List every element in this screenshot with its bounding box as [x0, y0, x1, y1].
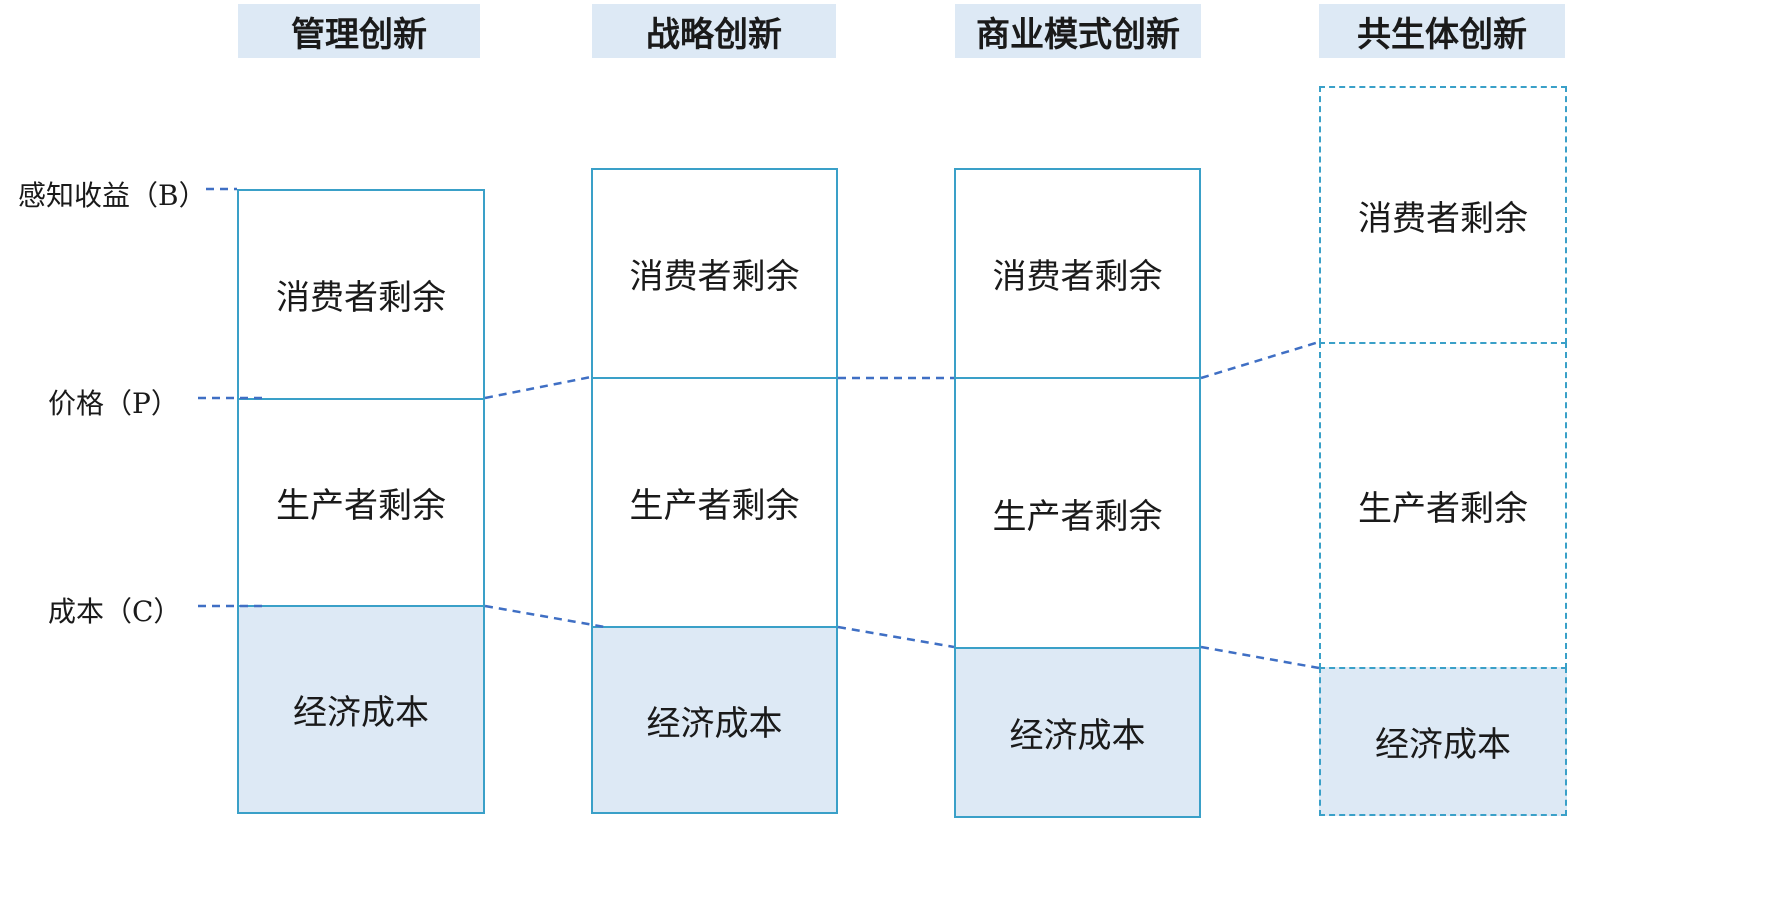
axis-label-benefit: 感知收益（B） [18, 179, 207, 212]
consumer-surplus-block: 消费者剩余 [237, 189, 485, 399]
economic-cost-label: 经济成本 [1375, 725, 1511, 765]
header-management-innovation: 管理创新 [238, 4, 480, 58]
economic-cost-label: 经济成本 [293, 693, 429, 733]
producer-surplus-label: 生产者剩余 [1358, 489, 1528, 529]
consumer-surplus-block: 消费者剩余 [954, 168, 1201, 378]
column-symbiosis-innovation: 消费者剩余 生产者剩余 经济成本 [1319, 86, 1567, 816]
header-strategy-innovation: 战略创新 [592, 4, 836, 58]
price-connector-1 [484, 375, 592, 400]
cost-connector-2 [837, 625, 955, 649]
producer-surplus-label: 生产者剩余 [629, 486, 800, 526]
consumer-surplus-block: 消费者剩余 [591, 168, 838, 378]
column-management-innovation: 消费者剩余 生产者剩余 经济成本 [237, 189, 485, 814]
axis-label-cost: 成本（C） [48, 595, 182, 628]
header-symbiosis-innovation: 共生体创新 [1319, 4, 1565, 58]
producer-surplus-block: 生产者剩余 [237, 398, 485, 606]
economic-cost-label: 经济成本 [646, 703, 783, 744]
economic-cost-label: 经济成本 [1009, 716, 1146, 756]
consumer-surplus-label: 消费者剩余 [276, 278, 446, 318]
cost-connector-1 [484, 604, 606, 629]
consumer-surplus-label: 消费者剩余 [992, 257, 1163, 297]
producer-surplus-label: 生产者剩余 [992, 496, 1163, 537]
column-business-model-innovation: 消费者剩余 生产者剩余 经济成本 [954, 168, 1201, 818]
economic-cost-block: 经济成本 [591, 626, 838, 814]
price-connector-3 [1200, 340, 1320, 380]
producer-surplus-label: 生产者剩余 [276, 486, 446, 526]
economic-cost-block: 经济成本 [1319, 667, 1567, 816]
economic-cost-block: 经济成本 [954, 647, 1201, 818]
axis-label-price: 价格（P） [48, 387, 179, 420]
cost-connector-3 [1200, 645, 1320, 670]
consumer-surplus-label: 消费者剩余 [629, 257, 800, 297]
column-strategy-innovation: 消费者剩余 生产者剩余 经济成本 [591, 168, 838, 814]
economic-cost-block: 经济成本 [237, 605, 485, 814]
consumer-surplus-label: 消费者剩余 [1358, 198, 1528, 239]
producer-surplus-block: 生产者剩余 [591, 377, 838, 627]
header-business-model-innovation: 商业模式创新 [955, 4, 1201, 58]
